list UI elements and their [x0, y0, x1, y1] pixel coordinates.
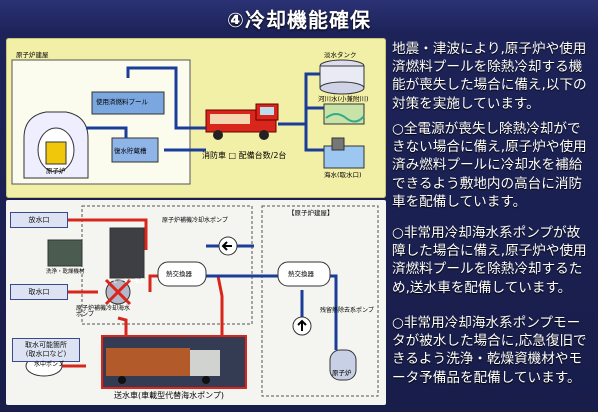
heat-exchanger-1-label: 熱交換器 — [166, 270, 192, 278]
water-source-label: 取水可能箇所 (取水口など) — [12, 338, 80, 362]
river-water-label: 河川水(小兼附川) — [318, 95, 369, 103]
fire-truck-diagram: 原子炉建屋 使用済燃料プール 復水貯蔵槽 原子炉 淡水タンク 河川水(小兼附川)… — [6, 38, 386, 198]
intake-label: 取水口 — [10, 284, 68, 300]
motor-spare-label: モータ予備品 — [112, 279, 146, 285]
heat-exchanger-2-label: 熱交換器 — [288, 270, 314, 278]
intro-paragraph: 地震・津波により,原子炉や使用済燃料プールを除熱冷却する機能が喪失した場合に備え… — [392, 41, 587, 112]
seawater-pump-diagram: 放水口 取水口 洗浄・乾燥機材 モータ予備品 原子炉補機冷却水ポンプ 原子炉補機… — [6, 200, 386, 405]
freshwater-tank-label: 淡水タンク — [324, 51, 357, 59]
spent-fuel-pool-label: 使用済燃料プール — [96, 98, 148, 106]
cleaning-equipment-label: 洗浄・乾燥機材 — [46, 269, 85, 275]
seawater-pump-diagram-graphic — [25, 205, 379, 397]
discharge-label: 放水口 — [10, 212, 68, 228]
page-title: ④冷却機能確保 — [227, 8, 371, 32]
reactor-label: 原子炉 — [46, 167, 66, 175]
reactor-building-bracket-label: 【原子炉建屋】 — [288, 209, 334, 217]
measure-2-paragraph: ○非常用冷却海水系ポンプが故障した場合に備え,原子炉や使用済燃料プールを除熱冷却… — [392, 225, 587, 296]
truck-caption: 送水車(車載型代替海水ポンプ) — [114, 391, 225, 400]
measure-3-paragraph: ○非常用冷却海水系ポンプモータが被水した場合に,応急復旧できるよう洗浄・乾燥資機… — [392, 315, 587, 386]
water-pump-label: 水中ポンプ — [34, 361, 64, 368]
condensate-tank-label: 復水貯蔵槽 — [114, 147, 147, 155]
explanation-text: 地震・津波により,原子炉や使用済燃料プールを除熱冷却する機能が喪失した場合に備え… — [392, 38, 594, 408]
measure-1-paragraph: ○全電源が喪失し除熱冷却ができない場合に備え,原子炉や使用済み燃料プールに冷却水… — [392, 121, 587, 210]
sea-water-label: 海水(取水口) — [324, 171, 362, 179]
reactor-building-label: 原子炉建屋 — [16, 51, 49, 59]
aux-cooling-pump-label: 原子炉補機冷却水ポンプ — [162, 217, 228, 224]
seawater-pump-label: 原子炉補機冷却海水ポンプ — [76, 305, 131, 318]
fire-truck-note: 消防車 □ 配備台数/2台 — [202, 151, 287, 160]
reactor-bottom-label: 原子炉 — [332, 369, 352, 377]
residual-heat-pump-label: 残留熱除去系ポンプ — [320, 307, 374, 314]
fire-truck-diagram-graphic — [11, 59, 365, 185]
